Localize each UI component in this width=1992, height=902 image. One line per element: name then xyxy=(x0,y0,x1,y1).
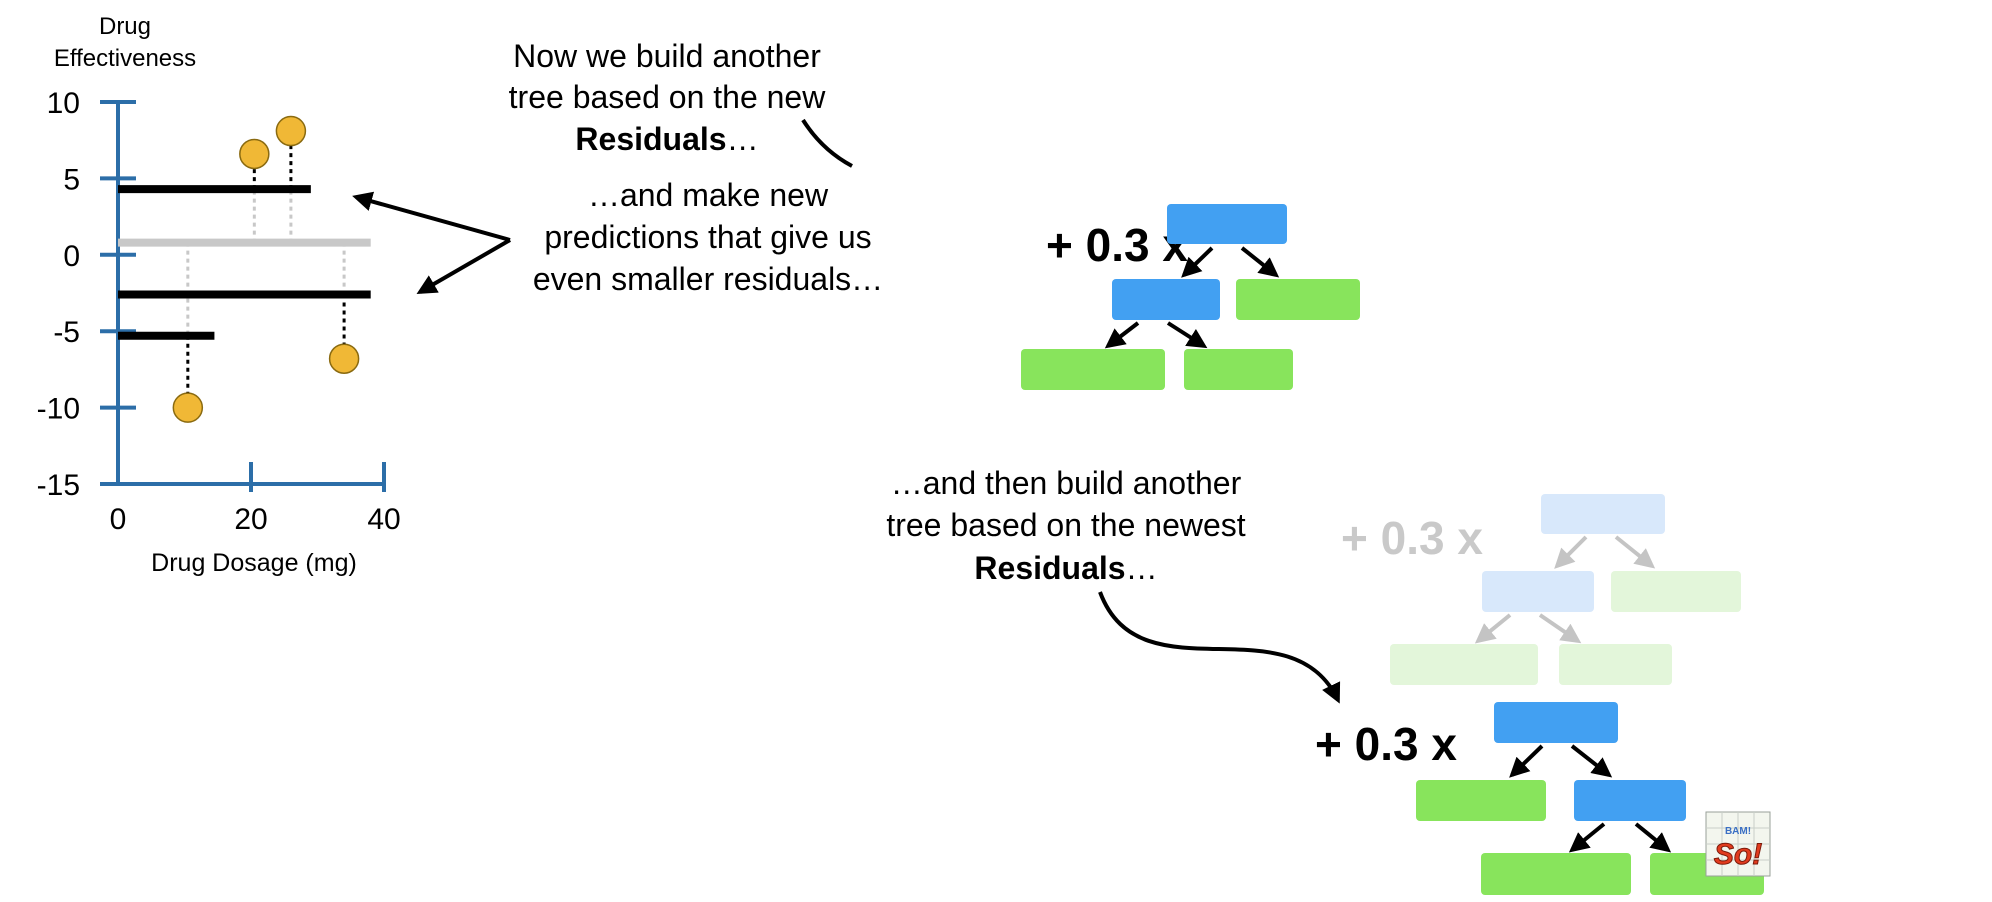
annotation-bottom-bold: Residuals xyxy=(974,550,1125,586)
x-tick-label: 20 xyxy=(234,503,267,536)
tree-3-leaf-bottom-left xyxy=(1481,853,1631,895)
annotation-top-line2: tree based on the new xyxy=(509,79,827,115)
annotation-top-bold: Residuals xyxy=(575,121,726,157)
y-tick-label: -5 xyxy=(53,316,80,349)
data-point xyxy=(275,115,307,147)
tree-3-multiplier: + 0.3 x xyxy=(1315,718,1457,770)
tree-2-edge xyxy=(1614,535,1656,569)
annotation-top: Now we build another tree based on the n… xyxy=(509,38,853,168)
tree-2-leaf-bottom-left xyxy=(1390,644,1538,685)
badge-text: So! xyxy=(1714,838,1762,871)
annotation-top-curve xyxy=(801,118,853,168)
tree-1-leaf-bottom-right xyxy=(1184,349,1293,390)
annotation-top-suffix: … xyxy=(727,121,759,157)
chart: Drug Effectiveness 10 5 0 -5 -10 -15 0 20 40 Dru… xyxy=(37,13,401,577)
annotation-bottom: …and then build another tree based on th… xyxy=(886,465,1341,704)
annotation-middle-line3: even smaller residuals… xyxy=(533,261,883,297)
tree-3-edge xyxy=(1568,822,1606,853)
annotation-bottom-line3: Residuals… xyxy=(974,550,1157,586)
tree-3-edge xyxy=(1509,744,1544,778)
tree-2-multiplier: + 0.3 x xyxy=(1341,512,1483,564)
tree-2-root-node xyxy=(1541,494,1665,534)
badge-grid xyxy=(1706,812,1770,876)
annotation-middle: …and make new predictions that give us e… xyxy=(352,177,883,297)
data-point xyxy=(328,343,360,374)
tree-1-root-node xyxy=(1167,204,1287,244)
annotation-bottom-line2: tree based on the newest xyxy=(886,507,1245,543)
tree-1: + 0.3 x xyxy=(1021,204,1360,390)
annotation-arrow-down xyxy=(416,238,512,295)
tree-2-internal-node xyxy=(1482,571,1594,612)
bam-badge: BAM! So! xyxy=(1705,811,1771,877)
annotation-top-line1: Now we build another xyxy=(513,38,821,74)
y-axis-label-line2: Effectiveness xyxy=(54,45,196,72)
tree-3-internal-node xyxy=(1574,780,1686,821)
y-axis-label-line1: Drug xyxy=(99,13,151,40)
annotation-arrow-up xyxy=(352,191,511,242)
tree-3-edge xyxy=(1634,822,1672,853)
tree-2-leaf-bottom-right xyxy=(1559,644,1672,685)
y-tick-label: 0 xyxy=(63,240,80,273)
x-axis-label: Drug Dosage (mg) xyxy=(151,549,357,577)
annotation-bottom-suffix: … xyxy=(1126,550,1158,586)
tree-2-edge xyxy=(1554,535,1588,569)
badge-small-text: BAM! xyxy=(1725,826,1751,837)
chart-marks: 10 5 0 -5 -10 -15 0 20 40 xyxy=(37,87,401,536)
tree-3-edge xyxy=(1570,744,1613,778)
annotation-bottom-curve xyxy=(1098,591,1341,704)
tree-2-edge xyxy=(1538,613,1582,644)
data-point xyxy=(172,392,204,423)
annotation-middle-line1: …and make new xyxy=(588,177,829,213)
tree-1-multiplier: + 0.3 x xyxy=(1046,219,1188,271)
tree-1-edge xyxy=(1104,321,1140,349)
tree-1-internal-node xyxy=(1112,279,1220,320)
tree-2-faded: + 0.3 x xyxy=(1341,494,1741,685)
annotation-top-line3: Residuals… xyxy=(575,121,758,157)
tree-1-edge xyxy=(1240,246,1280,278)
tree-2-leaf-right xyxy=(1611,571,1741,612)
tree-1-edge xyxy=(1166,321,1208,349)
x-tick-label: 0 xyxy=(110,503,127,536)
tree-1-leaf-bottom-left xyxy=(1021,349,1165,390)
tree-1-leaf-right xyxy=(1236,279,1360,320)
annotation-middle-line2: predictions that give us xyxy=(544,219,871,255)
y-tick-label: 5 xyxy=(63,163,80,196)
tree-3: + 0.3 x xyxy=(1315,702,1764,895)
tree-1-edge xyxy=(1181,246,1214,278)
y-tick-label: -10 xyxy=(37,393,80,426)
data-point xyxy=(239,138,270,170)
tree-3-leaf-left xyxy=(1416,780,1546,821)
x-tick-label: 40 xyxy=(367,503,400,536)
y-tick-label: 10 xyxy=(47,87,80,120)
tree-2-edge xyxy=(1474,613,1512,644)
tree-3-root-node xyxy=(1494,702,1618,743)
annotation-bottom-line1: …and then build another xyxy=(891,465,1242,501)
y-tick-label: -15 xyxy=(37,469,80,502)
